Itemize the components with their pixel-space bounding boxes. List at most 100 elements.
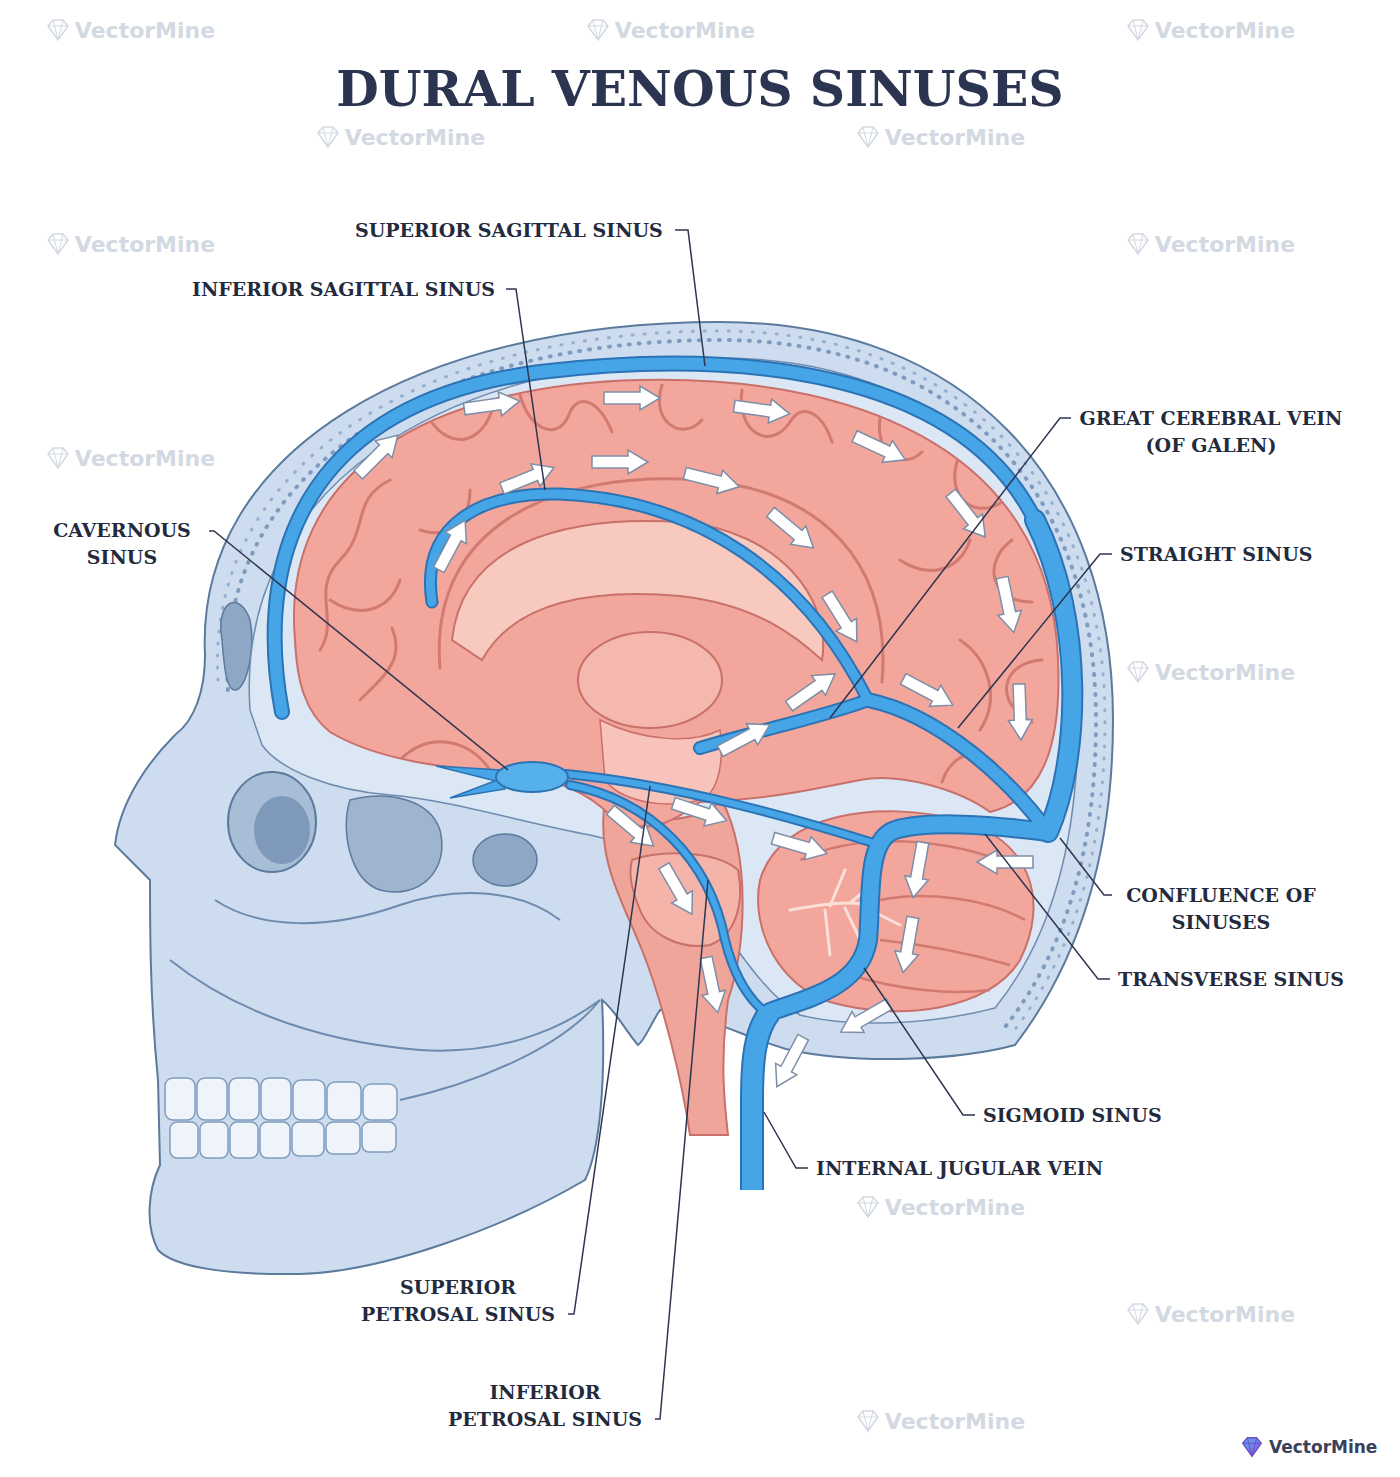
brand-icon-shape [1128,20,1148,40]
watermark-text: VectorMine [1155,18,1295,43]
flow-arrow [901,840,934,899]
brand-icon [1240,1435,1264,1459]
brand-icon [45,445,71,471]
watermark-text: VectorMine [75,18,215,43]
watermark-text: VectorMine [1155,660,1295,685]
watermark: VectorMine [315,124,485,150]
brand-icon [1125,1301,1151,1327]
structure-label: CONFLUENCE OF SINUSES [1112,882,1331,936]
brand-icon-facets [48,234,68,254]
brand-icon-facets [858,1411,878,1431]
flow-arrow [592,450,648,474]
watermark-text: VectorMine [1155,1302,1295,1327]
watermark: VectorMine [585,17,755,43]
cerebellum [758,811,1033,1011]
brand-icon-facets [48,20,68,40]
brand-icon-facets [588,20,608,40]
flow-arrow [1007,684,1033,741]
brand-icon-shape [588,20,608,40]
brand-icon-facets [1128,1304,1148,1324]
brand-icon [1125,659,1151,685]
watermark: VectorMine [45,17,215,43]
flow-arrow [891,915,924,974]
watermark-text: VectorMine [345,125,485,150]
arbor-vitae [790,870,900,955]
brand-icon-shape [1243,1438,1261,1456]
leader-line [202,531,508,770]
leader-line [675,230,705,366]
flow-arrow [350,427,407,484]
brand-icon [315,124,341,150]
brand-icon-shape [48,20,68,40]
watermark-text: VectorMine [885,1195,1025,1220]
watermark-text: VectorMine [1155,232,1295,257]
leader-line [506,289,545,490]
diagram-title: DURAL VENOUS SINUSES [0,60,1400,118]
brand-icon-shape [858,1197,878,1217]
brand-icon [45,231,71,257]
flow-arrow [733,394,792,426]
venous-sinuses [275,364,1073,1190]
watermark: VectorMine [855,1408,1025,1434]
flow-arrow [817,588,867,648]
brand-icon [1125,231,1151,257]
watermark: VectorMine [1125,231,1295,257]
structure-label: TRANSVERSE SINUS [1116,966,1346,993]
cerebrum [294,380,1058,827]
brand-icon [855,1408,881,1434]
flow-arrow [990,575,1025,635]
watermark-text: VectorMine [75,446,215,471]
leader-line [985,834,1110,979]
structure-label: INTERNAL JUGULAR VEIN [814,1155,1105,1182]
brand-icon-facets [1128,662,1148,682]
flow-arrow [763,503,821,557]
cheek-line [215,893,560,923]
sphenoid-sinus [473,834,537,886]
watermark: VectorMine [45,231,215,257]
watermark: VectorMine [855,124,1025,150]
brand-icon [45,17,71,43]
watermark: VectorMine [1125,659,1295,685]
flow-arrow [654,860,703,920]
cranial-cavity [249,358,1078,1023]
leader-line [650,880,708,1419]
leader-line [864,968,975,1115]
structure-label: CAVERNOUS SINUS [35,517,209,571]
leader-line [1060,838,1116,895]
bone-dots [227,340,1096,1027]
brand-icon-facets [48,448,68,468]
watermark: VectorMine [1125,17,1295,43]
flow-arrow [463,389,522,421]
leader-line [830,418,1072,718]
thalamus [578,632,722,728]
bone-dots [217,331,1105,1036]
skull [115,322,1113,1274]
brand-icon-facets [858,127,878,147]
flow-arrow [694,955,729,1015]
brand-icon-shape [858,127,878,147]
brand-icon [585,17,611,43]
watermark: VectorMine [45,445,215,471]
brand-icon-shape [318,127,338,147]
structure-label: INFERIOR SAGITTAL SINUS [190,276,497,303]
ophthalmic-vein [436,766,500,782]
structure-label: SIGMOID SINUS [981,1102,1164,1129]
brand-icon [855,124,881,150]
brand-icon-shape [48,234,68,254]
flow-arrow [782,664,842,716]
watermark-text: VectorMine [75,232,215,257]
flow-arrow [603,801,661,855]
brand-name: VectorMine [1269,1437,1377,1457]
flow-arrow [977,850,1033,874]
watermark-text: VectorMine [885,125,1025,150]
orbit-shadow [254,796,310,864]
orbit [228,772,316,872]
flow-arrow [670,792,731,832]
teeth [165,1078,397,1158]
brand-icon-shape [858,1411,878,1431]
leader-line [958,554,1112,728]
flow-arrow [898,668,959,715]
leader-lines [202,230,1116,1419]
watermark: VectorMine [1125,1301,1295,1327]
brand-icon-facets [858,1197,878,1217]
